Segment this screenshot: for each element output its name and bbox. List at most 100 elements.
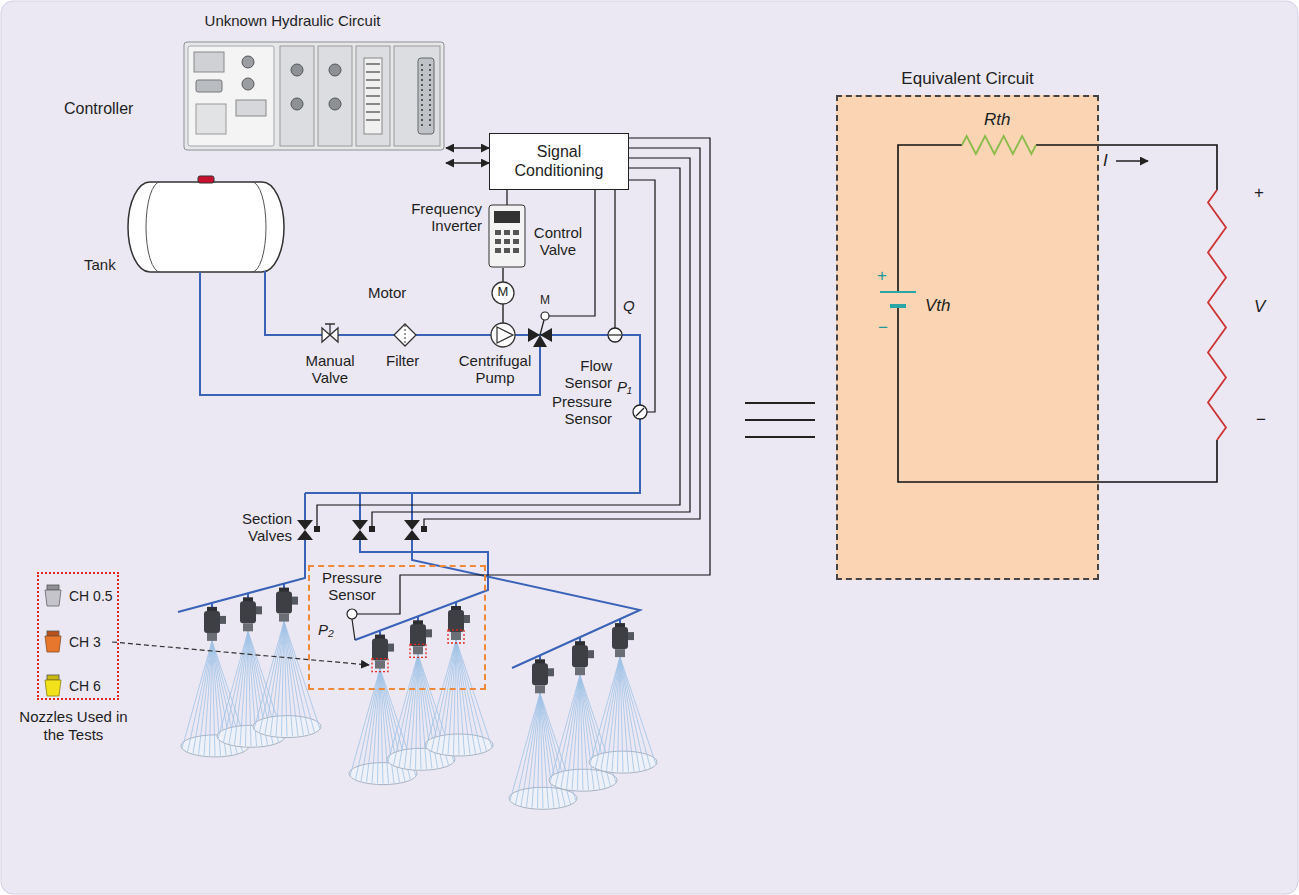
part-name: Control Valve [528, 224, 588, 259]
spray-line [437, 640, 456, 753]
spray-line [229, 631, 248, 744]
component-name: Rth [984, 110, 1010, 130]
spray-line [550, 675, 580, 782]
spray-line [456, 640, 492, 747]
nozzle-body [256, 606, 262, 614]
controller-device [366, 64, 380, 120]
process-box: Signal Conditioning [489, 133, 629, 190]
spray-line [456, 640, 470, 754]
spray-line [580, 675, 600, 789]
signal-name: I [1103, 151, 1108, 171]
frequency-inverter [504, 230, 510, 235]
frequency-inverter [494, 211, 520, 223]
spray-line [399, 654, 418, 767]
spray-line [240, 631, 248, 745]
section-valve-symbol [352, 530, 368, 540]
controller-device [280, 46, 314, 146]
frequency-inverter [495, 248, 501, 253]
device-label: Controller [64, 100, 133, 118]
controller-device [188, 46, 274, 146]
flow-sensor-symbol [608, 328, 622, 342]
signal-wire [317, 138, 710, 614]
pressure-sensor-symbol [347, 609, 357, 619]
spray-nozzle [204, 584, 634, 694]
hydraulic-pipe [200, 272, 540, 395]
part-name: Pressure Sensor [545, 393, 612, 428]
nozzle-icon [45, 585, 61, 696]
signal-wire [317, 168, 680, 526]
spray-line [388, 654, 418, 761]
spray-line [620, 657, 651, 768]
tank-symbol [128, 182, 284, 272]
controller-device [194, 52, 224, 72]
signal-wire [372, 158, 690, 526]
frequency-inverter [513, 239, 519, 244]
section-valve-symbol [421, 526, 427, 532]
signal-wire [506, 190, 507, 205]
nozzle-body [532, 663, 548, 685]
nozzle-name: CH 6 [69, 678, 101, 694]
signal-wire [357, 138, 710, 614]
nozzle-tip [413, 646, 423, 654]
frequency-inverter [489, 205, 525, 267]
part-name: Motor [368, 284, 406, 301]
diagram-title: Unknown Hydraulic Circuit [180, 12, 405, 29]
spray-line [361, 669, 380, 782]
filter-symbol [394, 324, 416, 346]
pump-symbol [491, 282, 515, 347]
nozzle-body [426, 629, 432, 637]
manual-valve-symbol [322, 324, 338, 342]
spray-line [620, 657, 656, 764]
spray-line [193, 641, 212, 754]
spray-line [350, 669, 380, 776]
controller-device [236, 100, 266, 116]
flow-sensor-symbol [609, 334, 621, 335]
spray-line [572, 675, 580, 789]
equivalent-circuit [880, 136, 1226, 482]
nozzle-tip [575, 667, 585, 675]
frequency-inverter [495, 239, 501, 244]
spray-line [521, 693, 540, 806]
spray-line [620, 657, 645, 770]
spray-line [276, 622, 284, 736]
legend-box: CH 0.5CH 3CH 6Nozzles Used in the Tests [37, 572, 119, 700]
spray-line [204, 641, 212, 755]
section-valve-symbol [297, 530, 313, 540]
resistor-symbol [962, 136, 1036, 154]
spray-line [580, 675, 594, 789]
pump-symbol [492, 282, 514, 304]
frequency-inverter [495, 230, 501, 235]
spray-line [454, 640, 457, 755]
control-valve-symbol [533, 335, 547, 347]
section-valve-symbol [297, 520, 313, 530]
battery-symbol [890, 304, 906, 308]
nozzle-body [220, 616, 226, 624]
circuit-panel-fill [836, 95, 1099, 580]
motor-symbol-letter: M [497, 285, 509, 300]
spray-line [620, 657, 634, 771]
current-arrow [1116, 160, 1148, 161]
polarity-sign: − [1256, 410, 1266, 430]
spray-line [538, 693, 541, 808]
pressure-sensor-symbol [347, 405, 647, 640]
hydraulic-pipe [200, 268, 640, 520]
controller-device [364, 58, 382, 134]
tank-symbol [146, 182, 266, 272]
pump-symbol [491, 323, 515, 347]
pressure-sensor-symbol [633, 405, 647, 419]
signal-wire [614, 190, 615, 328]
filter-symbol [394, 324, 416, 346]
nozzle-body [448, 610, 464, 632]
spray-line [620, 657, 640, 771]
part-name: Tank [84, 256, 116, 273]
controller-device [184, 42, 444, 150]
controller-device [196, 80, 222, 92]
box-label: Signal Conditioning [504, 143, 614, 180]
nozzle-body [410, 624, 426, 646]
nozzle-body [548, 668, 554, 676]
controller-device [196, 104, 226, 134]
spray-line [456, 640, 487, 751]
